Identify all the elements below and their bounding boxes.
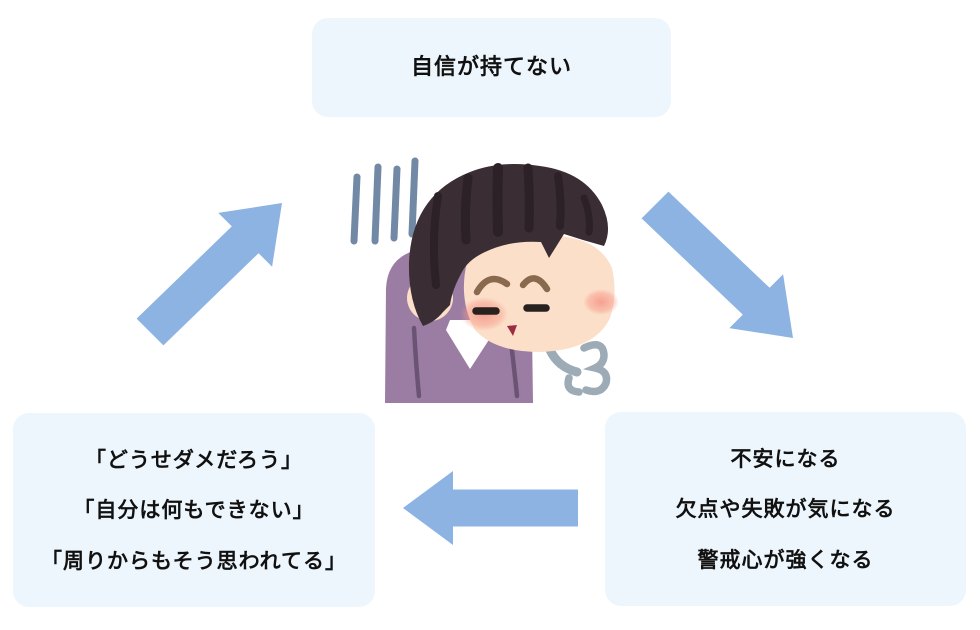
right-box-line-1: 不安になる: [730, 446, 841, 472]
sighing-person-illustration: [350, 157, 619, 403]
right-box-line-3: 警戒心が強くなる: [697, 546, 874, 572]
blush-right: [583, 289, 619, 315]
closed-eyes: [472, 304, 550, 315]
arrow-down-right: [641, 191, 793, 338]
top-box: 自信が持てない: [312, 18, 671, 117]
sigh-breath-icon: [545, 341, 611, 396]
right-box-line-2: 欠点や失敗が気になる: [675, 496, 896, 522]
right-box: 不安になる 欠点や失敗が気になる 警戒心が強くなる: [605, 412, 966, 606]
top-box-text: 自信が持てない: [410, 54, 572, 81]
hair-streaks: [429, 163, 593, 289]
depression-lines-icon: [350, 157, 419, 245]
eyebrows: [473, 275, 551, 296]
arrow-left: [403, 471, 578, 545]
arrow-up-right: [136, 203, 282, 346]
mouth: [507, 325, 517, 336]
left-box-line-1: 「どうせダメだろう」: [84, 447, 304, 473]
left-box: 「どうせダメだろう」 「自分は何もできない」 「周りからもそう思われてる」: [13, 413, 375, 607]
left-box-line-3: 「周りからもそう思われてる」: [41, 547, 347, 573]
left-box-line-2: 「自分は何もできない」: [73, 497, 315, 523]
